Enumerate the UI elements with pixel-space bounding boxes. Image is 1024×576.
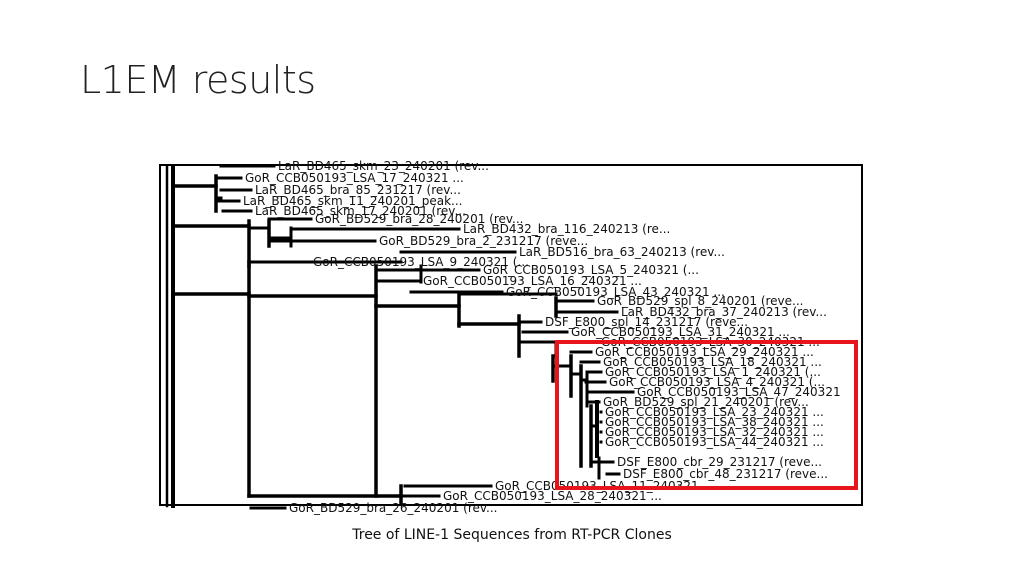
- leaf-label: GoR_CCB050193_LSA_9_240321 (...: [313, 255, 529, 269]
- leaf-label: LaR_BD516_bra_63_240213 (rev...: [519, 245, 725, 259]
- leaf-label: GoR_CCB050193_LSA_18_240321 ...: [603, 355, 822, 369]
- leaf-label: GoR_BD529_bra_2_231217 (reve...: [379, 234, 588, 248]
- leaf-label: GoR_CCB050193_LSA_17_240321 ...: [245, 171, 464, 185]
- leaf-label: LaR_BD465_skm_17_240201 (rev...: [255, 204, 466, 218]
- leaf-label: GoR_CCB050193_LSA_47_240321: [637, 385, 841, 399]
- leaf-label: GoR_CCB050193_LSA_5_240321 (...: [483, 263, 699, 277]
- leaf-label: GoR_BD529_spl_8_240201 (reve...: [597, 294, 803, 308]
- leaf-label: GoR_BD529_bra_28_240201 (rev...: [315, 212, 524, 226]
- leaf-label: DSF_E800_cbr_48_231217 (reve...: [623, 467, 828, 481]
- leaf-label: LaR_BD432_bra_116_240213 (re...: [463, 222, 670, 236]
- leaf-label: LaR_BD432_bra_37_240213 (rev...: [621, 305, 827, 319]
- leaf-label: GoR_CCB050193_LSA_16_240321 ...: [423, 274, 642, 288]
- slide-title: L1EM results: [80, 58, 316, 102]
- leaf-label: GoR_CCB050193_LSA_31_240321 ...: [571, 325, 790, 339]
- phylogenetic-tree: LaR_BD465_skm_23_240201 (rev...GoR_CCB05…: [159, 159, 863, 515]
- leaf-label: LaR_BD465_skm_23_240201 (rev...: [278, 159, 489, 173]
- leaf-label: GoR_CCB050193_LSA_23_240321 ...: [605, 405, 824, 419]
- leaf-label: DSF_E800_spl_14_231217 (reve...: [545, 315, 748, 329]
- leaf-label: GoR_BD529_spl_21_240201 (rev...: [603, 395, 809, 409]
- leaf-label: LaR_BD465_skm_11_240201_peak...: [243, 194, 462, 208]
- leaf-label: GoR_CCB050193_LSA_38_240321 ...: [605, 415, 824, 429]
- leaf-label: GoR_CCB050193_LSA_4_240321 (...: [609, 375, 825, 389]
- leaf-label: GoR_CCB050193_LSA_43_240321 ...: [506, 285, 725, 299]
- leaf-label: GoR_CCB050193_LSA_44_240321 ...: [605, 435, 824, 449]
- leaf-label: GoR_BD529_bra_26_240201 (rev...: [289, 501, 498, 515]
- leaf-label: GoR_CCB050193_LSA_1_240321 (...: [605, 365, 821, 379]
- leaf-label: LaR_BD465_bra_85_231217 (rev...: [255, 183, 461, 197]
- leaf-label: DSF_E800_cbr_29_231217 (reve...: [617, 455, 822, 469]
- leaf-label: GoR_CCB050193_LSA_28_240321 ...: [443, 489, 662, 503]
- leaf-label: GoR_CCB050193_LSA_29_240321 ...: [595, 345, 814, 359]
- tree-canvas: LaR_BD465_skm_23_240201 (rev...GoR_CCB05…: [165, 159, 841, 515]
- figure-caption: Tree of LINE-1 Sequences from RT-PCR Clo…: [352, 527, 672, 543]
- leaf-label: GoR_CCB050193_LSA_32_240321 ...: [605, 425, 824, 439]
